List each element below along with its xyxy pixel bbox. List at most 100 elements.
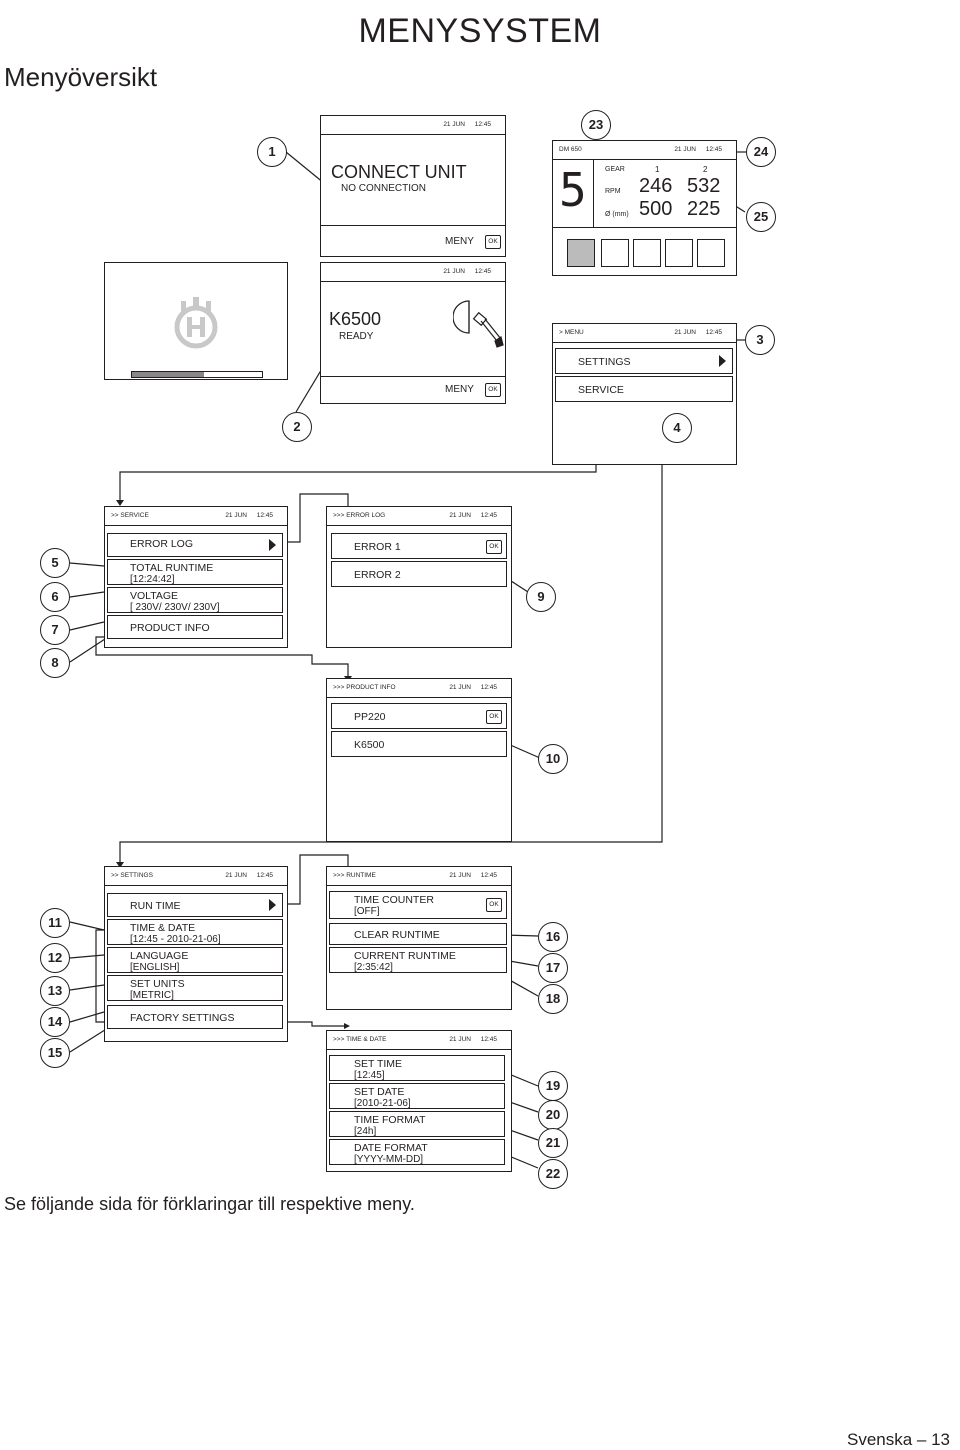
service-item-total-runtime[interactable]: TOTAL RUNTIME [12:24:42]: [107, 559, 283, 585]
ok-button[interactable]: OK: [485, 383, 501, 397]
runtime-item-counter[interactable]: TIME COUNTER [OFF] OK: [329, 891, 507, 919]
settings-item-run-time[interactable]: RUN TIME: [107, 893, 283, 917]
time-text: 12:45: [480, 1036, 497, 1043]
rpm-value-2: 532: [687, 175, 721, 197]
service-item-voltage[interactable]: VOLTAGE [ 230V/ 230V/ 230V]: [107, 587, 283, 613]
runtime-screen: >>> RUNTIME 21 JUN 12:45 TIME COUNTER [O…: [326, 866, 512, 1010]
progress-bar: [131, 371, 263, 378]
page-title: MENYSYSTEM: [358, 12, 602, 50]
col1-label: 1: [655, 165, 660, 174]
rpm-value-1: 246: [639, 175, 673, 197]
timedate-item-time-format[interactable]: TIME FORMAT [24h]: [329, 1111, 505, 1137]
connect-title: CONNECT UNIT: [331, 162, 467, 182]
meny-label[interactable]: MENY: [445, 384, 474, 395]
status-segment: [567, 239, 595, 267]
dia-label: Ø (mm): [605, 211, 629, 218]
status-segment: [697, 239, 725, 267]
timedate-screen: >>> TIME & DATE 21 JUN 12:45 SET TIME [1…: [326, 1030, 512, 1172]
time-text: 12:45: [705, 146, 722, 153]
prodinfo-screen: >>> PRODUCT INFO 21 JUN 12:45 PP220 OK K…: [326, 678, 512, 842]
menu-item-value: [2010-21-06]: [354, 1098, 411, 1109]
gear-label: GEAR: [605, 166, 625, 173]
timedate-item-set-date[interactable]: SET DATE [2010-21-06]: [329, 1083, 505, 1109]
menu-item-service[interactable]: SERVICE: [555, 376, 733, 402]
time-text: 12:45: [480, 684, 497, 691]
error-item-1[interactable]: ERROR 1 OK: [331, 533, 507, 559]
menu-item-label: TOTAL RUNTIME: [130, 562, 214, 574]
callout-13: 13: [40, 976, 70, 1006]
menu-item-value: [12:45]: [354, 1070, 385, 1081]
menu-item-label: VOLTAGE: [130, 590, 179, 602]
prodinfo-item-machine[interactable]: K6500: [331, 731, 507, 757]
settings-header: >> SETTINGS: [111, 872, 153, 879]
menu-item-label: DATE FORMAT: [354, 1142, 428, 1154]
menu-item-label: PP220: [354, 711, 386, 723]
boot-screen: [104, 262, 288, 380]
menu-item-settings[interactable]: SETTINGS: [555, 348, 733, 374]
status-segment: [633, 239, 661, 267]
date-text: 21 JUN: [449, 1036, 471, 1043]
callout-17: 17: [538, 953, 568, 983]
ok-button[interactable]: OK: [486, 898, 502, 912]
ready-screen: 21 JUN 12:45 K6500 READY MENY OK: [320, 262, 506, 404]
ok-button[interactable]: OK: [486, 540, 502, 554]
callout-8: 8: [40, 648, 70, 678]
meny-label[interactable]: MENY: [445, 236, 474, 247]
time-text: 12:45: [480, 512, 497, 519]
menu-item-value: [YYYY-MM-DD]: [354, 1154, 424, 1165]
service-item-product-info[interactable]: PRODUCT INFO: [107, 615, 283, 639]
menu-item-value: [OFF]: [354, 906, 380, 917]
date-text: 21 JUN: [443, 268, 465, 275]
timedate-header: >>> TIME & DATE: [333, 1036, 387, 1043]
callout-14: 14: [40, 1007, 70, 1037]
runtime-item-current[interactable]: CURRENT RUNTIME [2:35:42]: [329, 947, 507, 973]
callout-18: 18: [538, 984, 568, 1014]
timedate-item-date-format[interactable]: DATE FORMAT [YYYY-MM-DD]: [329, 1139, 505, 1165]
menu-item-value: [12:24:42]: [130, 574, 175, 585]
date-text: 21 JUN: [449, 872, 471, 879]
callout-23: 23: [581, 110, 611, 140]
settings-item-set-units[interactable]: SET UNITS [METRIC]: [107, 975, 283, 1001]
menu-item-label: CLEAR RUNTIME: [354, 929, 440, 941]
dia-value-2: 225: [687, 198, 721, 220]
callout-10: 10: [538, 744, 568, 774]
settings-item-factory[interactable]: FACTORY SETTINGS: [107, 1005, 283, 1029]
status-segment: [601, 239, 629, 267]
callout-16: 16: [538, 922, 568, 952]
dm-label: DM 650: [559, 146, 582, 153]
connect-screen: 21 JUN 12:45 CONNECT UNIT NO CONNECTION …: [320, 115, 506, 257]
ok-button[interactable]: OK: [486, 710, 502, 724]
runtime-header: >>> RUNTIME: [333, 872, 376, 879]
menu-item-label: K6500: [354, 739, 385, 751]
menu-item-label: LANGUAGE: [130, 950, 189, 962]
menu-item-label: SET UNITS: [130, 978, 185, 990]
gear-digit: 5: [559, 163, 587, 217]
ready-title: K6500: [329, 309, 382, 329]
dia-value-1: 500: [639, 198, 673, 220]
menu-item-label: RUN TIME: [130, 900, 181, 912]
service-item-error-log[interactable]: ERROR LOG: [107, 533, 283, 557]
menu-item-label: TIME & DATE: [130, 922, 196, 934]
arrow-right-icon: [269, 899, 276, 911]
prodinfo-item-model[interactable]: PP220 OK: [331, 703, 507, 729]
callout-11: 11: [40, 908, 70, 938]
settings-item-time-date[interactable]: TIME & DATE [12:45 - 2010-21-06]: [107, 919, 283, 945]
callout-22: 22: [538, 1159, 568, 1189]
footer-note: Se följande sida för förklaringar till r…: [4, 1194, 415, 1214]
date-text: 21 JUN: [443, 121, 465, 128]
settings-item-language[interactable]: LANGUAGE [ENGLISH]: [107, 947, 283, 973]
menu-item-label: TIME FORMAT: [354, 1114, 426, 1126]
ok-button[interactable]: OK: [485, 235, 501, 249]
callout-15: 15: [40, 1038, 70, 1068]
timedate-item-set-time[interactable]: SET TIME [12:45]: [329, 1055, 505, 1081]
callout-25: 25: [746, 202, 776, 232]
time-text: 12:45: [256, 872, 273, 879]
menu-item-label: ERROR LOG: [130, 538, 194, 550]
date-text: 21 JUN: [674, 146, 696, 153]
error-item-2[interactable]: ERROR 2: [331, 561, 507, 587]
runtime-item-clear[interactable]: CLEAR RUNTIME: [329, 923, 507, 945]
callout-5: 5: [40, 548, 70, 578]
menu-header: > MENU: [559, 329, 584, 336]
menu-item-value: [24h]: [354, 1126, 377, 1137]
connect-status: NO CONNECTION: [341, 183, 426, 194]
